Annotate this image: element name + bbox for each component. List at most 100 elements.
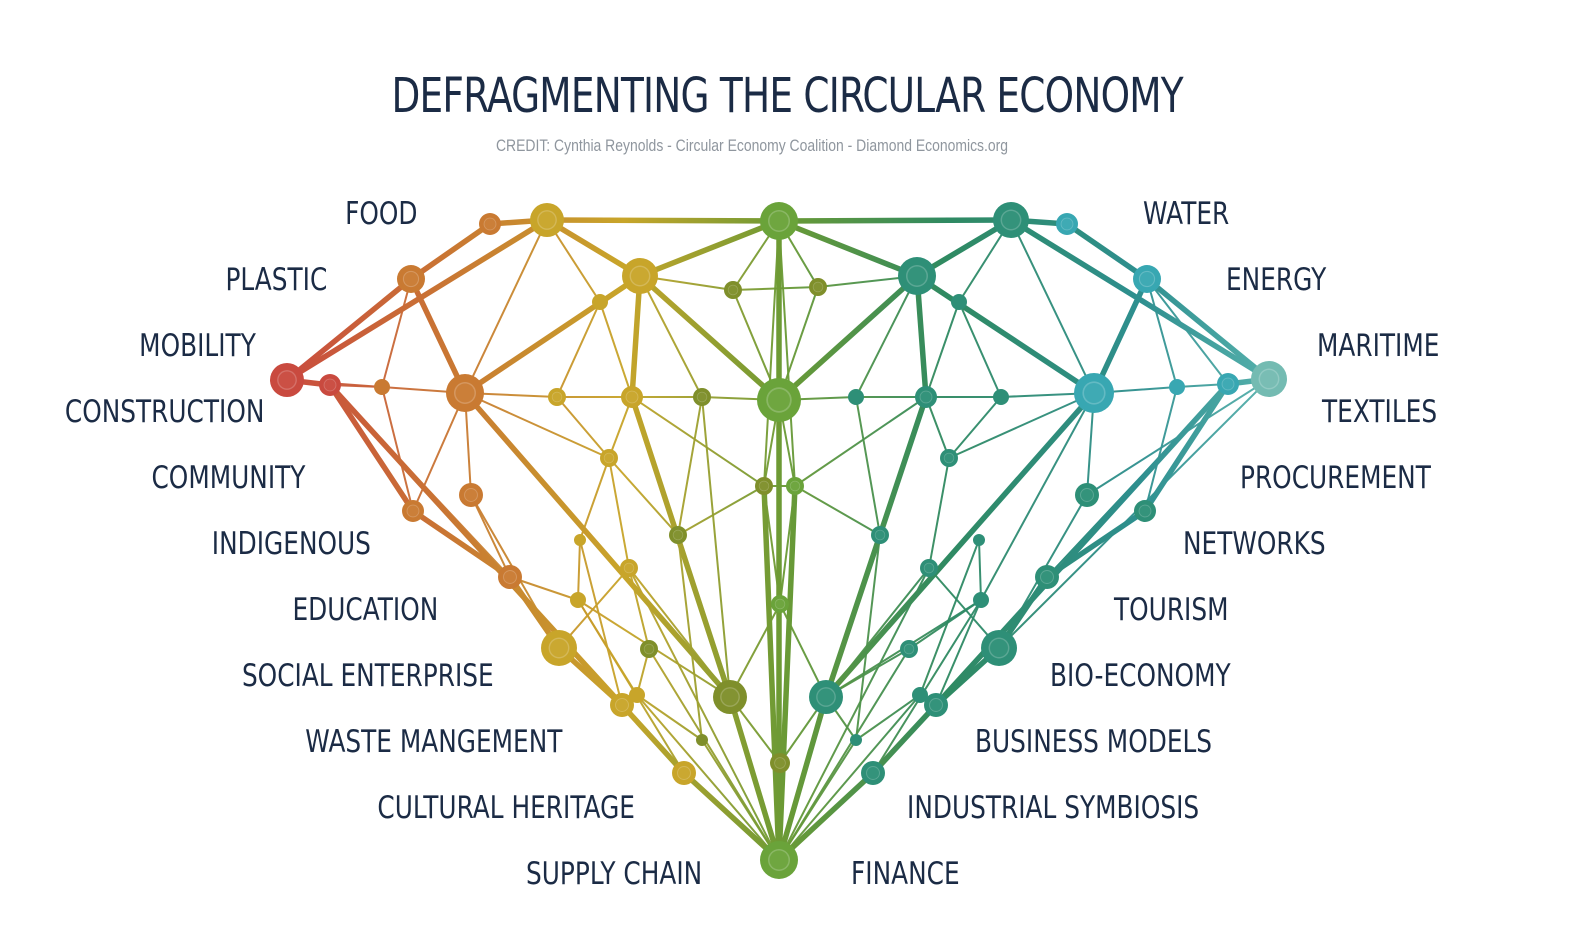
diamond-edge-thin (701, 739, 780, 861)
diamond-node-core (924, 563, 934, 573)
label-community: COMMUNITY (151, 460, 305, 496)
diamond-node-core (759, 481, 769, 491)
diamond-node-core (728, 285, 738, 295)
diamond-node-core (790, 481, 800, 491)
diamond-node-core (1139, 505, 1151, 517)
diamond-edge-thin (677, 396, 703, 536)
diamond-node-core (907, 266, 927, 286)
label-industrial-symbiosis: INDUSTRIAL SYMBIOSIS (907, 790, 1200, 826)
diamond-node-core (678, 767, 690, 779)
diamond-node (1169, 379, 1185, 395)
diamond-edge-thin (636, 694, 780, 861)
diamond-node-core (817, 688, 835, 706)
diamond-edge-thick (776, 694, 829, 863)
diamond-edge-thin (872, 599, 982, 774)
diamond-edge-thin (948, 392, 1095, 459)
diamond-edge-thick (776, 770, 876, 863)
diamond-node (848, 389, 864, 405)
diamond-node-core (1222, 378, 1234, 390)
diamond-edge-thick (1142, 381, 1231, 514)
diamond-node-core (624, 563, 634, 573)
diamond-node-core (768, 389, 790, 411)
diamond-edge-thick (408, 221, 493, 282)
diamond-edge-thick (727, 694, 782, 863)
diamond-edges (284, 217, 1272, 863)
diamond-node-core (404, 272, 418, 286)
diamond-node (951, 294, 967, 310)
diamond-node-core (930, 699, 942, 711)
diamond-edge-thick (870, 702, 939, 776)
diamond-edge-thick (284, 217, 550, 383)
diamond-edge-thick (619, 702, 687, 776)
label-food: FOOD (345, 196, 418, 232)
diamond-node-core (1002, 211, 1020, 229)
diamond-edge-thin (577, 599, 685, 774)
diamond-edge-thin (928, 457, 950, 569)
label-networks: NETWORKS (1183, 526, 1326, 562)
diamond-edge-thin (636, 694, 703, 741)
page-title: DEFRAGMENTING THE CIRCULAR ECONOMY (391, 68, 1184, 124)
diamond-edge-thick (544, 217, 782, 224)
diamond-node-core (775, 599, 785, 609)
diamond-edge-thick (284, 276, 414, 383)
diamond-node-core (455, 383, 475, 403)
diamond-edge-thin (794, 485, 881, 536)
diamond-edge-thin (855, 694, 921, 741)
diamond-node-core (550, 639, 568, 657)
diamond-edge-thin (381, 278, 412, 388)
label-construction: CONSTRUCTION (64, 394, 264, 430)
diamond-node-core (721, 688, 739, 706)
diamond-edge-thin (577, 539, 581, 601)
diamond-node (592, 294, 608, 310)
diamond-node (993, 389, 1009, 405)
diamond-node-core (616, 699, 628, 711)
diamond-node (570, 592, 586, 608)
diamond-node-core (1084, 383, 1104, 403)
diamond-edge-thick (637, 218, 782, 279)
diamond-node-core (1041, 571, 1053, 583)
diamond-edge-thin (778, 694, 921, 861)
diamond-node-core (604, 453, 614, 463)
diamond-node-core (278, 371, 296, 389)
diamond-edge-thick (637, 273, 782, 403)
label-social-enterprise: SOCIAL ENTERPRISE (242, 658, 494, 694)
label-textiles: TEXTILES (1322, 394, 1438, 430)
diamond-edge-thin (677, 485, 765, 536)
label-procurement: PROCUREMENT (1240, 460, 1431, 496)
diamond-edge-thin (1010, 219, 1095, 394)
diamond-edge-thin (778, 567, 930, 861)
diamond-edge-thin (925, 301, 960, 398)
diamond-edge-thick (1064, 221, 1150, 282)
diamond-edge-thin (1146, 278, 1178, 388)
diamond-edge-thin (639, 275, 703, 398)
diamond-edge-thin (579, 539, 623, 706)
diamond-edge-thin (628, 567, 780, 861)
diamond-edge-thin (470, 494, 511, 578)
diamond-node-core (552, 392, 562, 402)
diamond-node (629, 687, 645, 703)
label-supply-chain: SUPPLY CHAIN (525, 856, 702, 892)
label-business-models: BUSINESS MODELS (975, 724, 1213, 760)
label-tourism: TOURISM (1114, 592, 1229, 628)
diamond-edge-thin (998, 378, 1270, 649)
diamond-edge-thin (794, 396, 927, 487)
diamond-edge-thick (776, 273, 920, 403)
diamond-edge-thin (608, 457, 679, 536)
diamond-edge-thin (778, 739, 857, 861)
diamond-node (574, 534, 586, 546)
diamond-edge-thick (776, 217, 1014, 224)
diamond-node (912, 687, 928, 703)
diamond-edge-thin (677, 534, 703, 741)
diamond-node-core (875, 530, 885, 540)
diamond-edge-thin (978, 539, 982, 601)
label-plastic: PLASTIC (225, 262, 327, 298)
diamond-edge-thick (629, 273, 643, 400)
label-mobility: MOBILITY (139, 328, 256, 364)
diamond-edge-thin (556, 301, 601, 398)
diamond-node-core (904, 644, 914, 654)
diamond-node-core (1061, 218, 1073, 230)
diamond-edge-thick (776, 483, 798, 863)
diamond-edge-thin (608, 457, 630, 569)
diamond-node-core (484, 218, 496, 230)
